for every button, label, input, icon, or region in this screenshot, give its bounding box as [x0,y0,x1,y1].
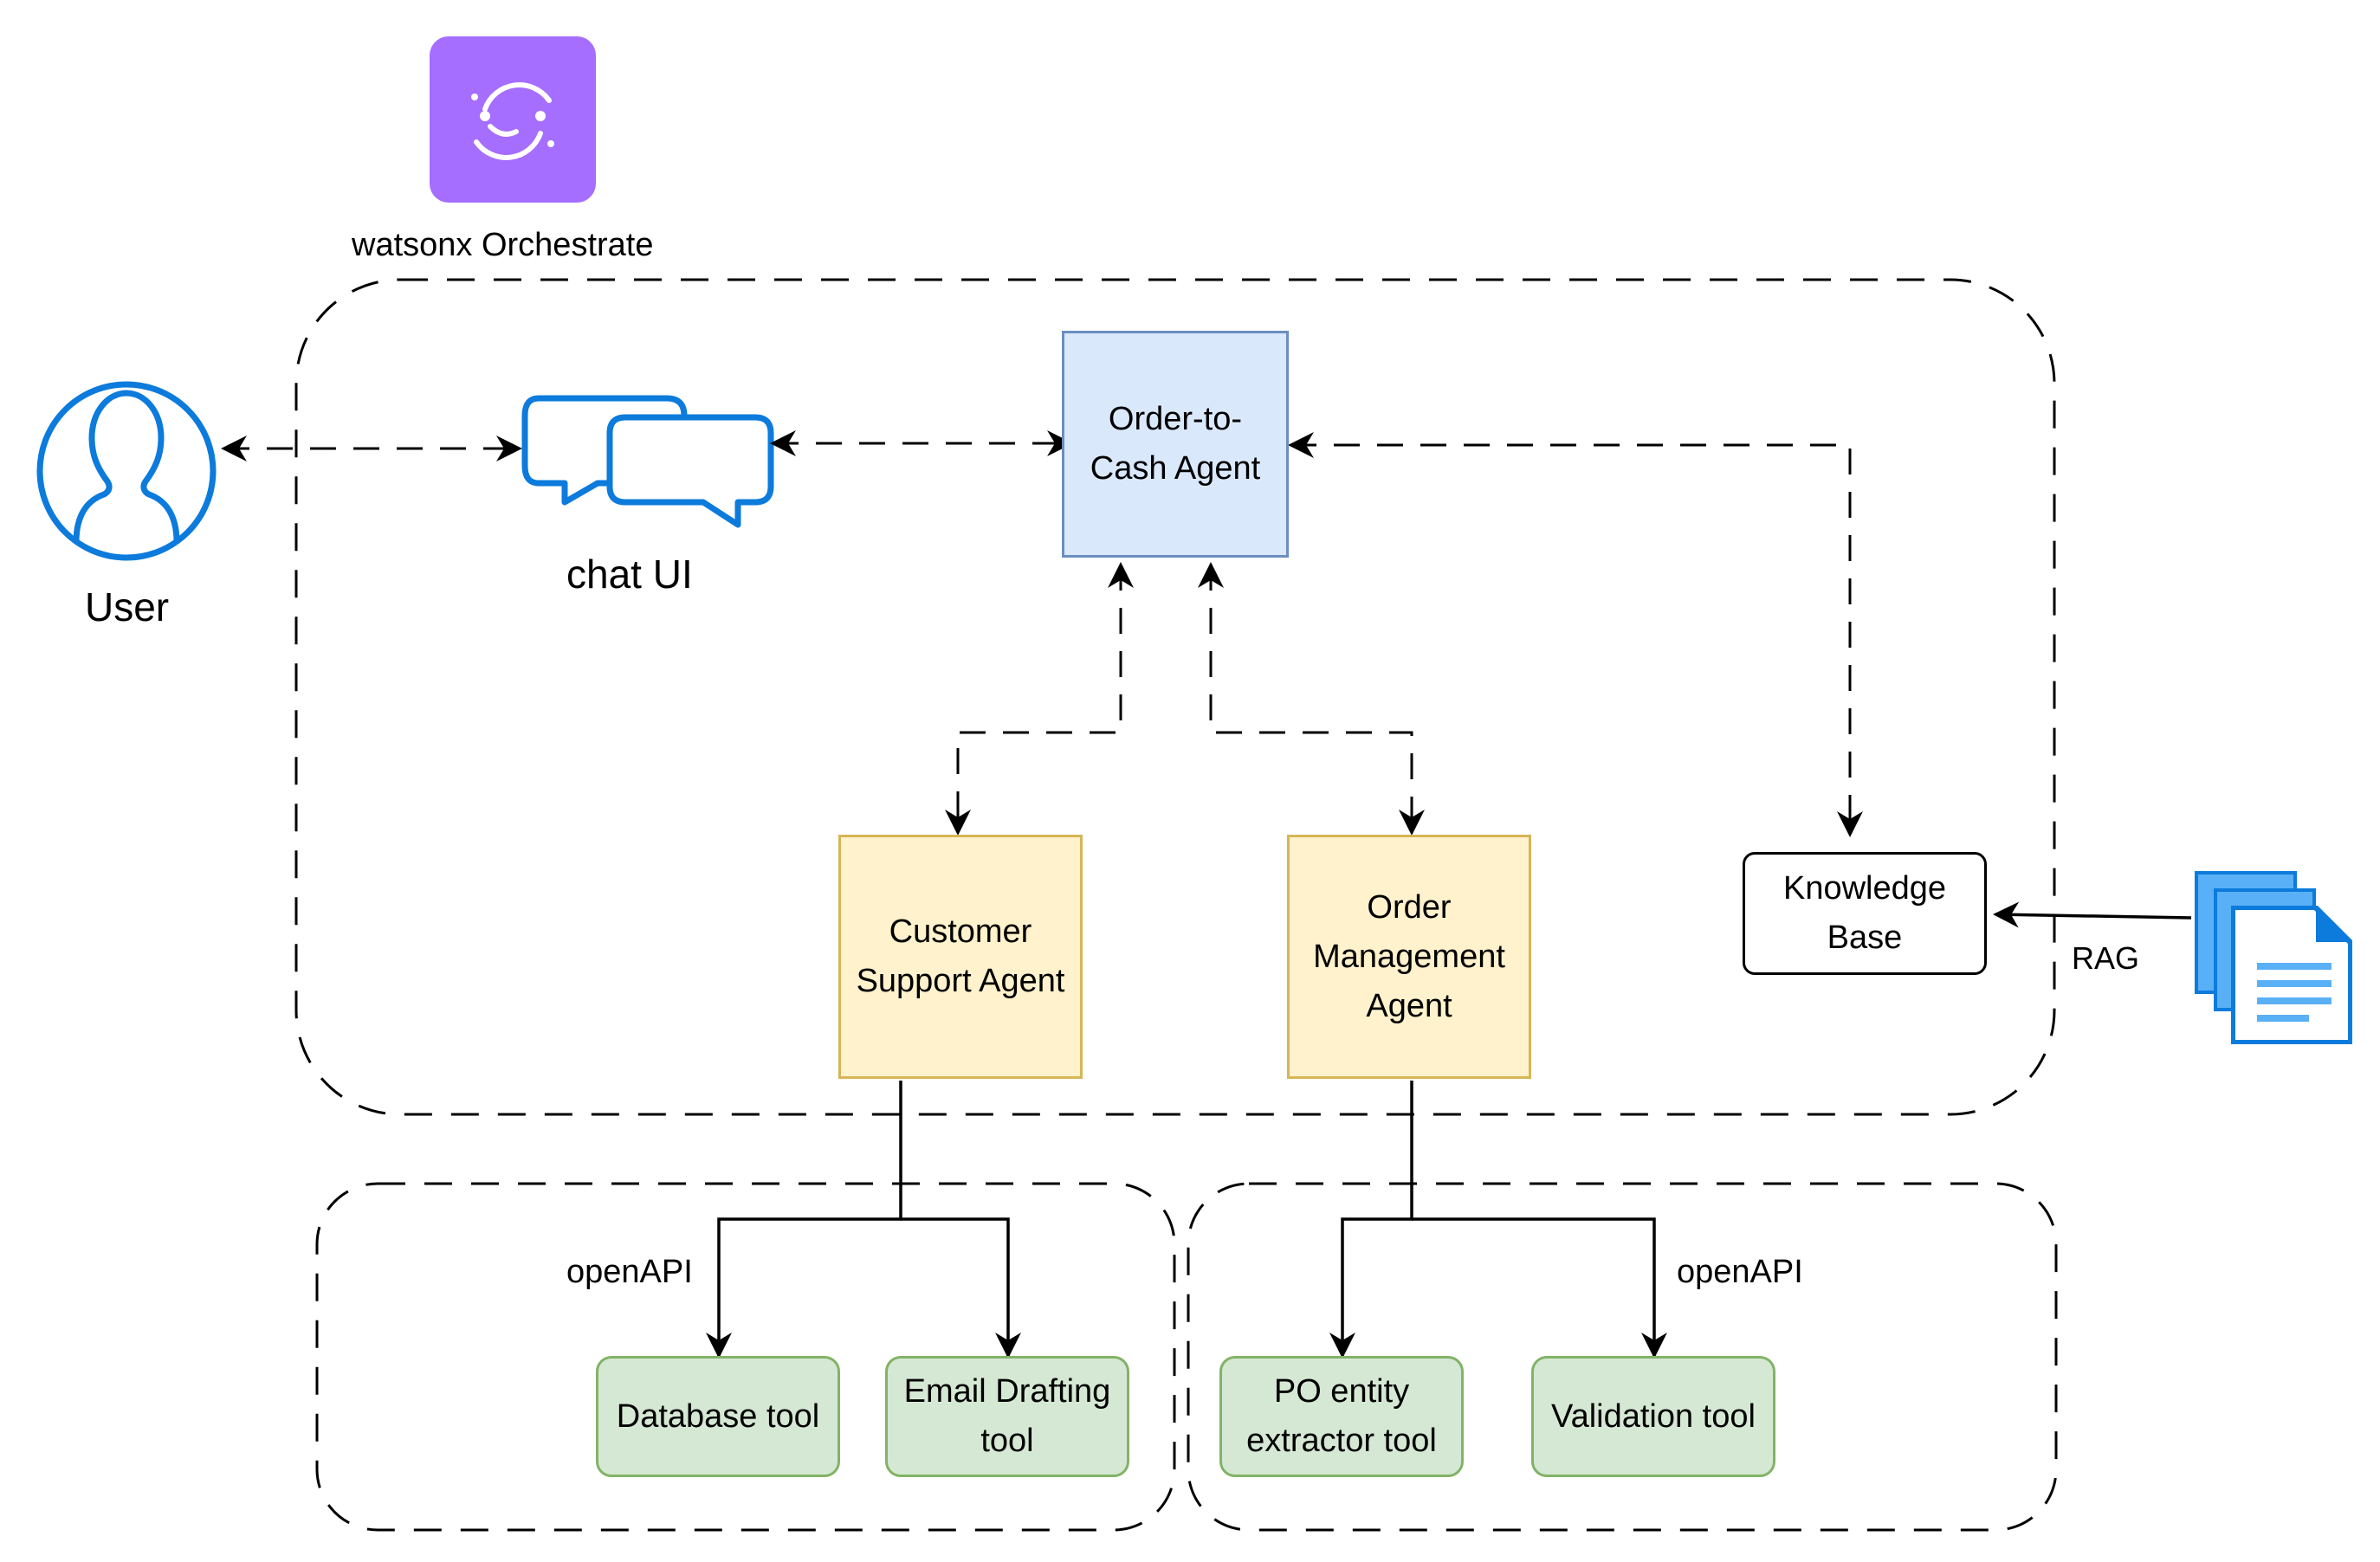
knowledge-base-label: Knowledge Base [1782,870,1947,956]
platform-name: watsonx Orchestrate [352,227,654,263]
edge-customer-support-email [901,1217,1021,1359]
validation-tool: Validation tool [1531,1356,1775,1477]
database-tool-label: Database tool [616,1397,820,1435]
email-drafting-tool-label: Email Drafting tool [903,1373,1111,1459]
customer-support-agent-label: Customer Support Agent [856,913,1065,999]
edge-orchestrator-knowledge-base [1288,432,1863,837]
po-entity-extractor-tool-label: PO entity extractor tool [1246,1373,1437,1459]
order-management-agent-label: Order Management Agent [1313,888,1505,1024]
chat-bubbles-icon [521,395,774,528]
database-tool: Database tool [596,1356,840,1477]
openapi-right-label: openAPI [1677,1254,1803,1290]
customer-tools-boundary [315,1182,1176,1532]
order-to-cash-agent-label: Order-to- Cash Agent [1090,401,1261,487]
order-tools-boundary [1187,1182,2058,1532]
order-to-cash-agent: Order-to- Cash Agent [1062,331,1289,558]
user-profile-icon [36,381,217,561]
user-label: User [85,584,170,629]
order-management-agent: Order Management Agent [1287,835,1531,1079]
validation-tool-label: Validation tool [1551,1397,1756,1435]
email-drafting-tool: Email Drafting tool [885,1356,1129,1477]
chat-ui-label: chat UI [566,552,693,597]
openapi-left-label: openAPI [566,1254,693,1290]
edge-order-management-po [1329,1081,1413,1359]
orchestrate-boundary [294,278,2056,1116]
edge-documents-knowledge-base [1993,901,2192,928]
customer-support-agent: Customer Support Agent [838,835,1083,1079]
edge-orchestrator-customer-support [945,562,1134,836]
edge-customer-support-tools [706,1081,902,1359]
knowledge-base: Knowledge Base [1743,852,1987,975]
rag-label: RAG [2072,940,2140,976]
po-entity-extractor-tool: PO entity extractor tool [1219,1356,1464,1477]
watsonx-orchestrate-logo-icon [430,36,596,203]
edge-order-management-validation [1412,1217,1667,1359]
documents-stack-icon [2195,871,2352,1044]
edge-orchestrator-order-management [1198,562,1425,836]
